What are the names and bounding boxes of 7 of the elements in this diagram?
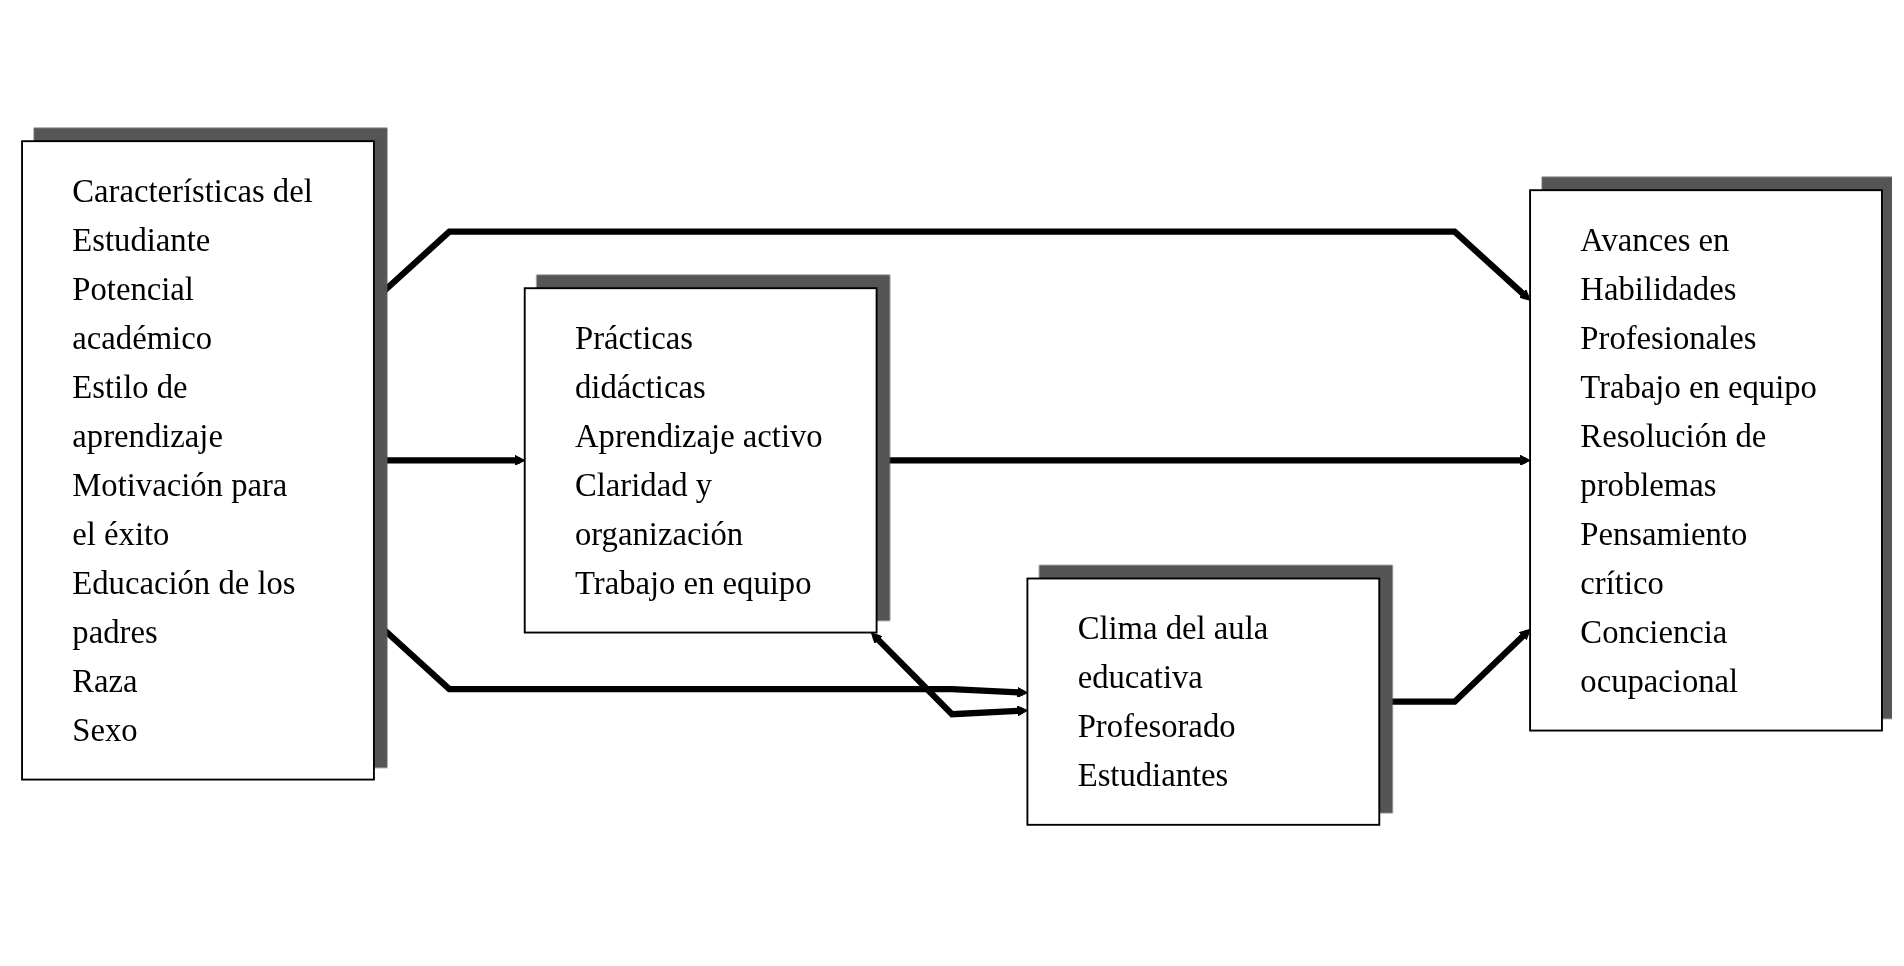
arrow	[871, 632, 1028, 718]
node-box: Avances en Habilidades Profesionales Trabajo en equipo Resolución de problemas Pensamiento crítico Conciencia ocupacional	[1529, 189, 1883, 732]
node-box: Prácticas didácticas Aprendizaje activo Claridad y organización Trabajo en equipo	[523, 287, 878, 634]
arrow	[1379, 628, 1531, 705]
node-box: Clima del aula educativa Profesorado Estudiantes	[1026, 577, 1381, 826]
arrow	[876, 454, 1531, 466]
node-box: Características del Estudiante Potencial académico Estilo de aprendizaje Motivación para el éxito Educación de los padres Raza Sexo	[21, 140, 375, 781]
